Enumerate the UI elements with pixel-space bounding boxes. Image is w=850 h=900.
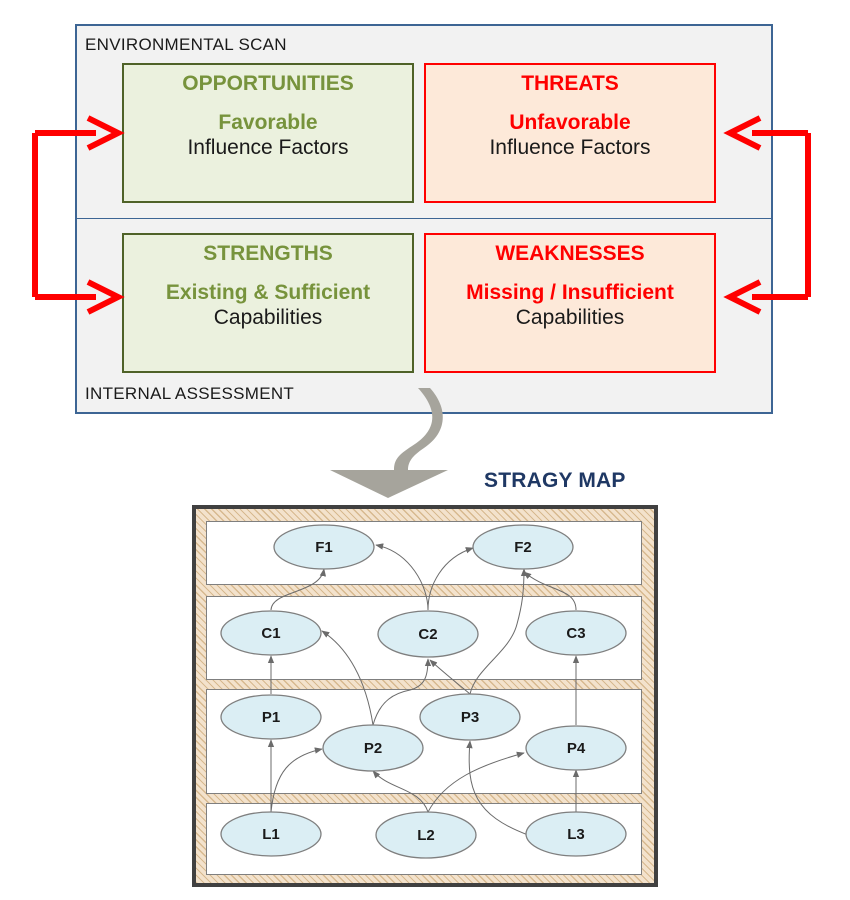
strategy-map-frame xyxy=(192,505,658,887)
internal-assessment-label: INTERNAL ASSESSMENT xyxy=(85,384,295,403)
opportunities-line1: Favorable xyxy=(218,111,318,134)
opportunities-line2: Influence Factors xyxy=(187,136,349,159)
strengths-box: STRENGTHS Existing & Sufficient Capabili… xyxy=(122,233,414,373)
opportunities-title: OPPORTUNITIES xyxy=(182,72,354,95)
financial-band xyxy=(206,521,642,585)
opportunities-box: OPPORTUNITIES Favorable Influence Factor… xyxy=(122,63,414,203)
environmental-scan-label: ENVIRONMENTAL SCAN xyxy=(85,35,287,54)
threats-line1: Unfavorable xyxy=(509,111,631,134)
strengths-line1: Existing & Sufficient xyxy=(165,281,371,304)
strengths-title: STRENGTHS xyxy=(203,242,333,265)
weaknesses-box: WEAKNESSES Missing / Insufficient Capabi… xyxy=(424,233,716,373)
threats-line2: Influence Factors xyxy=(489,136,651,159)
process-band xyxy=(206,689,642,794)
threats-box: THREATS Unfavorable Influence Factors xyxy=(424,63,716,203)
strengths-line2: Capabilities xyxy=(213,306,323,329)
customer-band xyxy=(206,596,642,680)
threats-title: THREATS xyxy=(521,72,619,95)
weaknesses-line1: Missing / Insufficient xyxy=(466,281,674,304)
strategy-map-title: STRAGY MAP xyxy=(484,469,626,492)
learning-band xyxy=(206,803,642,875)
weaknesses-title: WEAKNESSES xyxy=(495,242,645,265)
weaknesses-line2: Capabilities xyxy=(515,306,625,329)
